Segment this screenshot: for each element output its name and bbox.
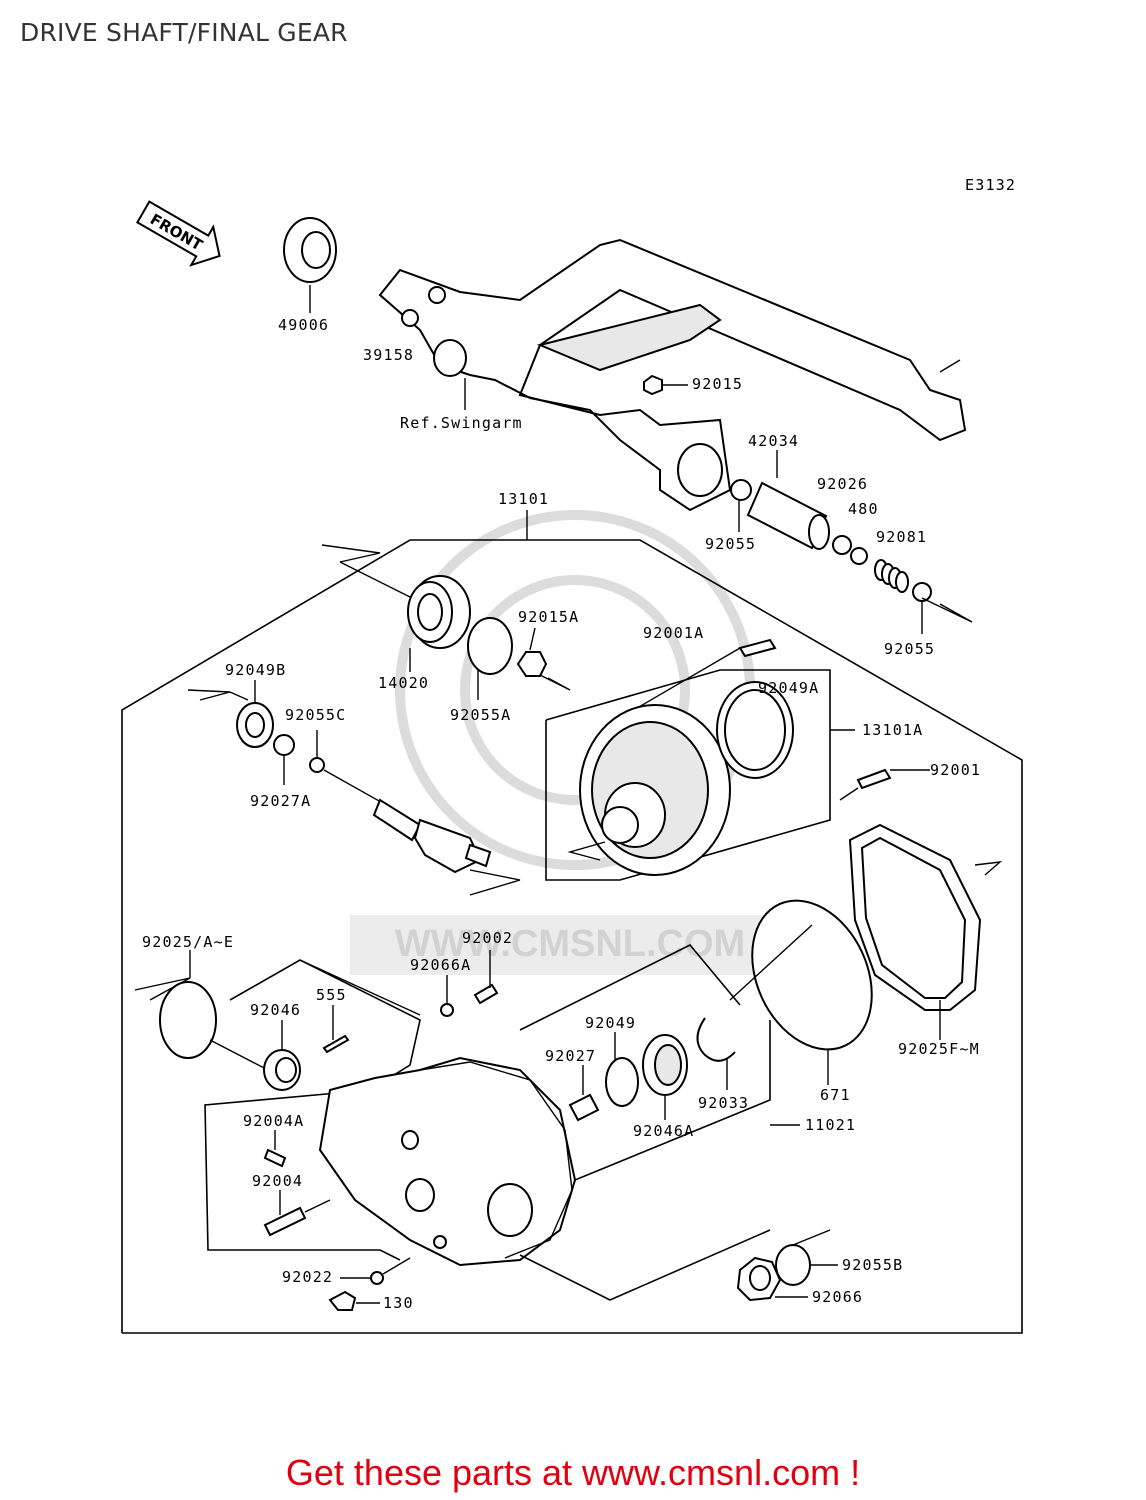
diagram-code: E3132 (965, 176, 1016, 194)
part-label: 92046A (633, 1122, 694, 1140)
part-label: 13101A (862, 721, 923, 739)
final-gear-housing-11021 (318, 1020, 800, 1301)
circlip-92033 (696, 1017, 736, 1062)
part-label: 92046 (250, 1001, 301, 1019)
part-label: 92049B (225, 661, 286, 679)
ring-480 (850, 547, 868, 565)
circlip-92026 (832, 535, 852, 555)
page-title: DRIVE SHAFT/FINAL GEAR (20, 18, 348, 47)
seal-92049 (605, 1057, 639, 1107)
ring-gear (567, 704, 731, 876)
part-label: 39158 (363, 346, 414, 364)
part-label: 480 (848, 500, 879, 518)
part-label: 92022 (282, 1268, 333, 1286)
part-label: 130 (383, 1294, 414, 1312)
part-label: 92015 (692, 375, 743, 393)
stud-92002 (473, 983, 499, 1005)
watermark-text: WWW.CMSNL.COM (395, 923, 745, 965)
part-label: 92002 (462, 929, 513, 947)
part-label: 92004A (243, 1112, 304, 1130)
part-label: 92049 (585, 1014, 636, 1032)
washer-92027A (273, 734, 295, 756)
part-label: 92055B (842, 1256, 903, 1274)
bushing-92027 (568, 1093, 600, 1122)
gasket-92025F-M (848, 823, 1003, 1040)
part-label: 92027 (545, 1047, 596, 1065)
bearing-14020 (407, 575, 471, 672)
part-label: 92066A (410, 956, 471, 974)
part-label: 671 (820, 1086, 851, 1104)
ref-label: Ref.Swingarm (400, 414, 523, 432)
bolt-130 (328, 1290, 357, 1311)
exploded-parts-diagram: WWW.CMSNL.COM E3132 FRONT (121, 176, 1023, 1334)
part-label: 92015A (518, 608, 579, 626)
stud-92004A (263, 1148, 287, 1168)
drain-plug-92066 (736, 1256, 808, 1302)
part-label: 92027A (250, 792, 311, 810)
part-label: 92055C (285, 706, 346, 724)
part-label: 92055 (884, 640, 935, 658)
part-label: 92081 (876, 528, 927, 546)
part-label: 92066 (812, 1288, 863, 1306)
part-label: 92026 (817, 475, 868, 493)
part-label: 42034 (748, 432, 799, 450)
assembly-outline-13101 (121, 539, 1023, 1334)
oring-92055-b (912, 582, 932, 602)
cta-link[interactable]: Get these parts at www.cmsnl.com ! (285, 1452, 861, 1493)
part-label: 555 (316, 986, 347, 1004)
stud-92004 (263, 1206, 307, 1237)
part-label: 92001 (930, 761, 981, 779)
part-label: 92055 (705, 535, 756, 553)
part-label: 92004 (252, 1172, 303, 1190)
part-label: 11021 (805, 1116, 856, 1134)
shim-92025-A-E (159, 981, 217, 1059)
bolt-92001 (856, 768, 892, 790)
part-label: 92025F~M (898, 1040, 980, 1058)
bolt-92001A (738, 638, 777, 658)
coupling-49006 (283, 217, 337, 313)
front-arrow-icon: FRONT (135, 200, 221, 267)
spring-92081 (874, 559, 909, 593)
needle-bearing-92046A (642, 1034, 688, 1120)
part-label: 92001A (643, 624, 704, 642)
seal-92049B (236, 680, 274, 748)
part-label: 92025/A~E (142, 933, 234, 951)
seal-92049A (716, 681, 794, 779)
nut-92015A (516, 651, 548, 677)
oring-671 (751, 899, 873, 1051)
swingarm (378, 238, 967, 512)
bearing-92046 (263, 1020, 301, 1091)
part-label: 92055A (450, 706, 511, 724)
oring-92055-a (730, 479, 752, 501)
oring-92055C (309, 757, 325, 773)
part-labels: 49006 39158 Ref.Swingarm 92015 42034 920… (142, 316, 981, 1312)
plug-92066A (440, 1003, 454, 1017)
part-label: 49006 (278, 316, 329, 334)
washer-92022 (370, 1271, 384, 1285)
ring-gear-box-13101A (545, 669, 831, 881)
part-label: 92049A (758, 679, 819, 697)
part-label: 13101 (498, 490, 549, 508)
oring-92055A (467, 617, 513, 675)
drive-shaft-42034 (746, 450, 830, 550)
pin-555 (322, 1034, 350, 1054)
part-label: 92033 (698, 1094, 749, 1112)
watermark-logo: WWW.CMSNL.COM (350, 510, 790, 975)
nut-92015 (643, 374, 663, 396)
pinion-gear (372, 798, 521, 896)
oring-92055B (775, 1244, 811, 1286)
part-label: 14020 (378, 674, 429, 692)
